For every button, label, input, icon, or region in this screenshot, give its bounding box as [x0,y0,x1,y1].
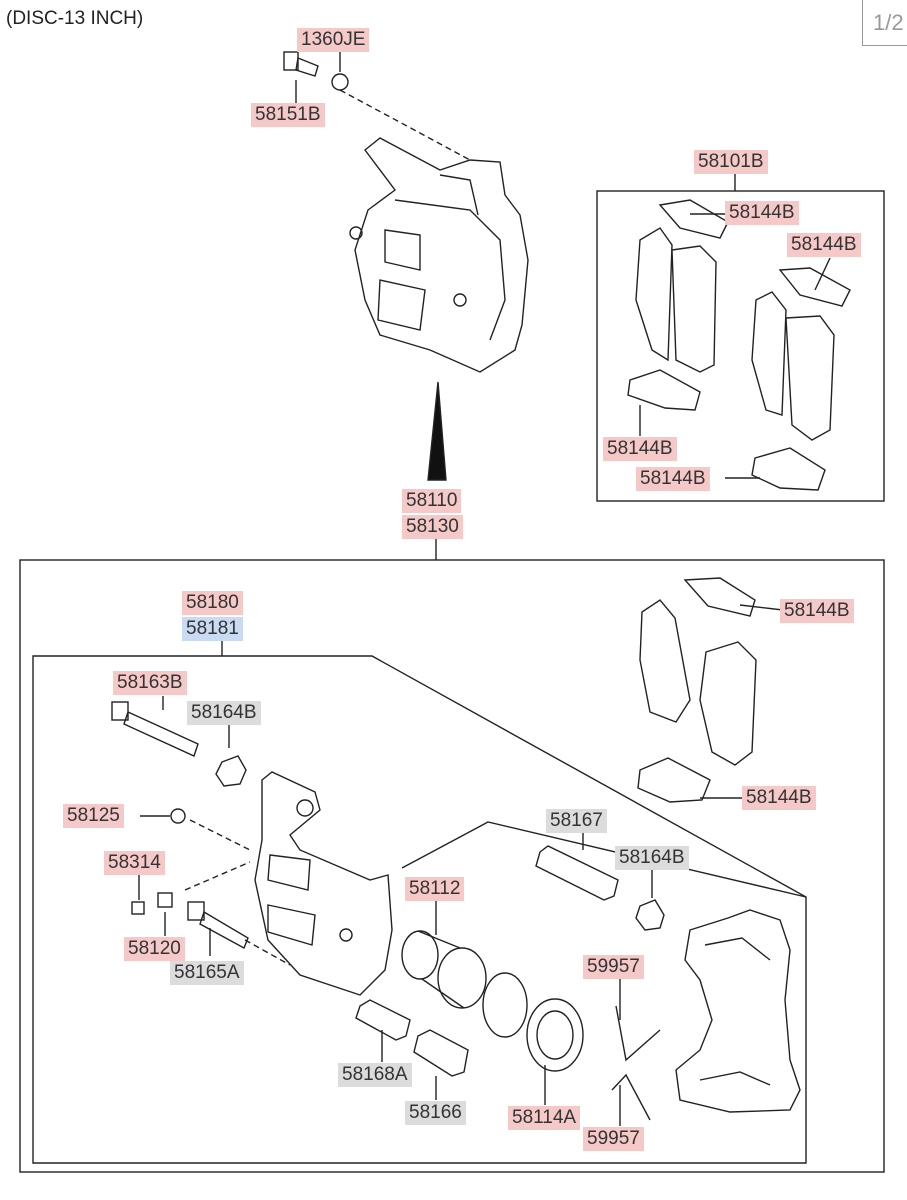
bleeder-58314-drawing [131,901,145,915]
part-label-58114a[interactable]: 58114A [508,1106,581,1130]
diagram-title: (DISC-13 INCH) [6,8,144,29]
part-label-58167[interactable]: 58167 [546,809,607,833]
caliper-housing-drawing [254,771,393,996]
part-label-59957-top[interactable]: 59957 [583,955,644,979]
part-label-58110[interactable]: 58110 [402,489,462,513]
bolt-58165a-drawing [187,901,249,949]
part-label-59957-bottom[interactable]: 59957 [583,1127,644,1151]
part-label-1360je[interactable]: 1360JE [297,28,370,52]
boot-58164b-right-drawing [635,899,665,931]
spring-59957-drawing [611,1005,661,1121]
part-label-58165a[interactable]: 58165A [170,961,244,985]
inner-pads-drawing [637,577,757,803]
part-label-58120[interactable]: 58120 [124,937,185,961]
carrier-bracket-drawing [675,909,801,1113]
part-label-58144b-inner-bottom[interactable]: 58144B [742,786,816,810]
part-label-58130[interactable]: 58130 [402,515,463,539]
washer-1360je-drawing [331,73,349,91]
part-label-58164b-right[interactable]: 58164B [615,846,689,870]
part-label-58112[interactable]: 58112 [405,877,465,901]
caliper-assembly-box [19,559,885,1173]
caliper-carrier-outline [401,821,807,898]
washer-58125-drawing [170,808,186,824]
part-label-58164b-left[interactable]: 58164B [187,701,261,725]
page-indicator: 1/2 [862,0,907,46]
cap-58120-drawing [157,892,173,908]
caliper-subassembly-outline [32,655,807,1164]
seal-ring-drawing [482,972,528,1038]
assembly-pointer [427,381,447,481]
piston-58112-drawing [401,930,487,1009]
part-label-58181[interactable]: 58181 [182,617,243,641]
part-label-58144b-inner-top[interactable]: 58144B [780,599,854,623]
boot-58114a-drawing [526,998,584,1072]
pin-58166-drawing [413,1029,469,1077]
part-label-58144b-pad-right[interactable]: 58144B [787,233,861,257]
part-label-58144b-pad-top[interactable]: 58144B [725,201,799,225]
part-label-58168a[interactable]: 58168A [338,1063,412,1087]
caliper-assembly-drawing [349,137,529,373]
pin-58168a-drawing [355,999,411,1041]
bolt-58163b-drawing [111,701,199,757]
bolt-58151b-drawing [283,51,319,77]
part-label-58125[interactable]: 58125 [63,804,124,828]
pin-58167-drawing [535,845,619,901]
part-label-58163b[interactable]: 58163B [113,671,187,695]
part-label-58144b-pad-shim[interactable]: 58144B [603,437,677,461]
part-label-58101b[interactable]: 58101B [694,150,768,174]
part-label-58180[interactable]: 58180 [182,591,243,615]
pad-kit-drawing [627,199,851,491]
part-label-58314[interactable]: 58314 [104,851,165,875]
part-label-58144b-pad-bottom[interactable]: 58144B [636,467,710,491]
part-label-58166[interactable]: 58166 [405,1101,466,1125]
pad-kit-box [596,190,885,502]
part-label-58151b[interactable]: 58151B [251,103,325,127]
boot-58164b-drawing [215,755,247,787]
